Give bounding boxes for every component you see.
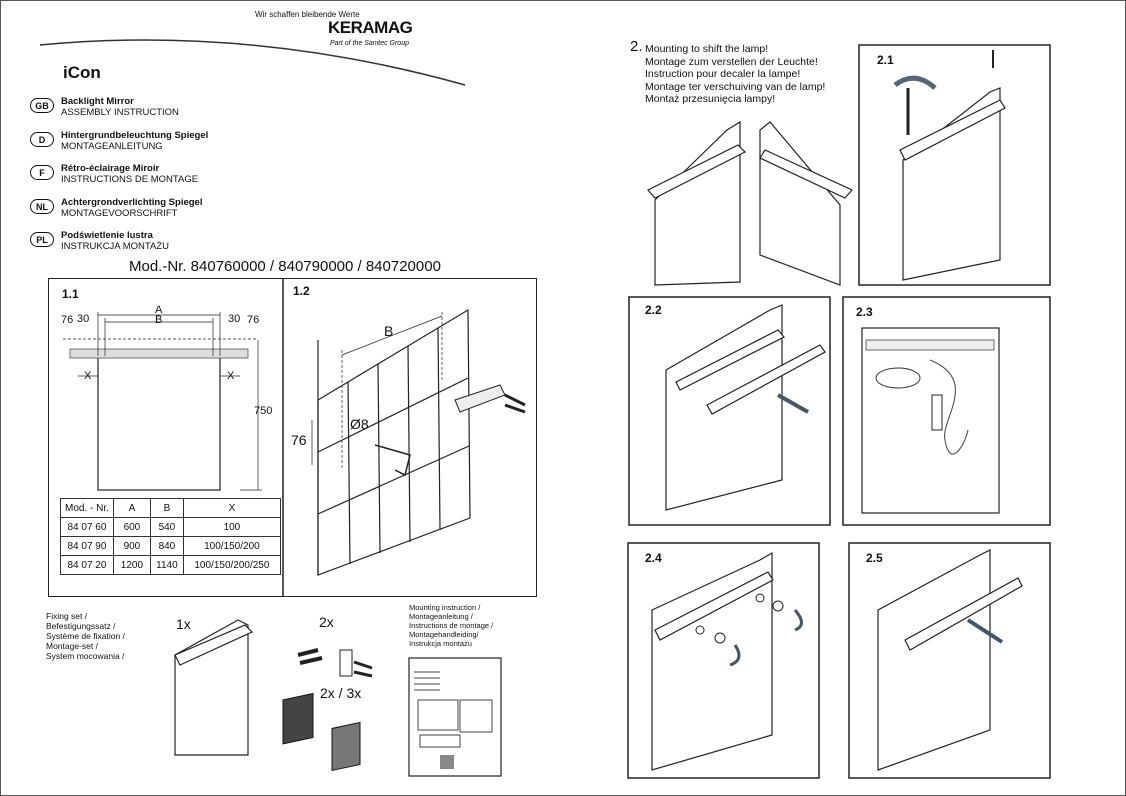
table-cell: 84 07 90 (60, 536, 114, 556)
table-cell: 100/150/200 (182, 536, 281, 556)
language-code-badge: D (30, 132, 54, 147)
table-cell: 100 (182, 517, 281, 537)
language-title: Backlight Mirror (61, 96, 134, 107)
brand-slogan: Wir schaffen bleibende Werte (255, 10, 360, 19)
table-row: 84 07 20 1200 1140 100/150/200/250 (60, 555, 281, 575)
table-cell: 600 (112, 517, 151, 537)
dim-76-right-label: 76 (247, 314, 260, 326)
dim-30-right-label: 30 (228, 313, 241, 325)
figure-1-2-label: 1.2 (293, 284, 310, 298)
language-subtitle: ASSEMBLY INSTRUCTION (61, 107, 179, 118)
dim-b-label: B (384, 323, 394, 339)
step-2-number: 2. (630, 38, 643, 55)
table-header: X (182, 498, 281, 518)
panel-2-1-label: 2.1 (877, 53, 894, 67)
brand-group: Part of the Sanitec Group (330, 40, 409, 47)
table-row: 84 07 90 900 840 100/150/200 (60, 536, 281, 556)
model-spec-table: Mod. - Nr. A B X 84 07 60 600 540 100 84… (60, 498, 281, 575)
table-row: 84 07 60 600 540 100 (60, 517, 281, 537)
table-cell: 900 (112, 536, 151, 556)
language-code-badge: GB (30, 98, 54, 113)
dim-x-right-label: X (227, 370, 235, 382)
count-screws: 2x (319, 614, 334, 630)
language-subtitle: MONTAGEVOORSCHRIFT (61, 208, 178, 219)
dim-30-left-label: 30 (77, 313, 90, 325)
figure-1-1-label: 1.1 (62, 287, 79, 301)
language-title: Podświetlenie lustra (61, 230, 153, 241)
language-title: Rétro-éclairage Miroir (61, 163, 160, 174)
dim-76-label: 76 (291, 432, 307, 448)
language-code-badge: F (30, 165, 54, 180)
mounting-docs-text: Mounting instruction / Montageanleitung … (409, 603, 494, 648)
table-header-row: Mod. - Nr. A B X (60, 498, 281, 518)
language-code-badge: PL (30, 232, 54, 247)
panel-2-4-label: 2.4 (645, 551, 662, 565)
count-lamp: 1x (176, 616, 191, 632)
dim-x-left-label: X (84, 370, 92, 382)
step-2-instructions: Mounting to shift the lamp! Montage zum … (645, 43, 826, 105)
table-cell: 1140 (149, 555, 184, 575)
brand-logo: KERAMAG (328, 18, 413, 37)
language-title: Achtergrondverlichting Spiegel (61, 197, 203, 208)
language-subtitle: INSTRUCTIONS DE MONTAGE (61, 174, 199, 185)
dim-76-left-label: 76 (61, 314, 74, 326)
fixing-set-text: Fixing set / Befestigungssatz / Système … (46, 611, 125, 661)
language-subtitle: INSTRUKCJA MONTAŻU (61, 241, 170, 252)
panel-2-3-label: 2.3 (856, 305, 873, 319)
dim-750-label: 750 (254, 405, 273, 417)
product-name: iCon (63, 63, 101, 82)
table-header: B (149, 498, 184, 518)
table-header: Mod. - Nr. (60, 498, 114, 518)
dim-a-label: A (155, 304, 163, 316)
language-title: Hintergrundbeleuchtung Spiegel (61, 130, 209, 141)
table-cell: 1200 (112, 555, 151, 575)
table-cell: 540 (149, 517, 184, 537)
panel-2-5-label: 2.5 (866, 551, 883, 565)
table-cell: 84 07 60 (60, 517, 114, 537)
dim-diameter-label: Ø8 (350, 416, 369, 432)
table-header: A (112, 498, 151, 518)
table-cell: 840 (149, 536, 184, 556)
language-subtitle: MONTAGEANLEITUNG (61, 141, 163, 152)
language-code-badge: NL (30, 199, 54, 214)
model-numbers: Mod.-Nr. 840760000 / 840790000 / 8407200… (129, 258, 441, 275)
dim-b-label: B (155, 314, 163, 326)
panel-2-2-label: 2.2 (645, 303, 662, 317)
table-cell: 84 07 20 (60, 555, 114, 575)
table-cell: 100/150/200/250 (182, 555, 281, 575)
count-pads: 2x / 3x (320, 685, 362, 701)
